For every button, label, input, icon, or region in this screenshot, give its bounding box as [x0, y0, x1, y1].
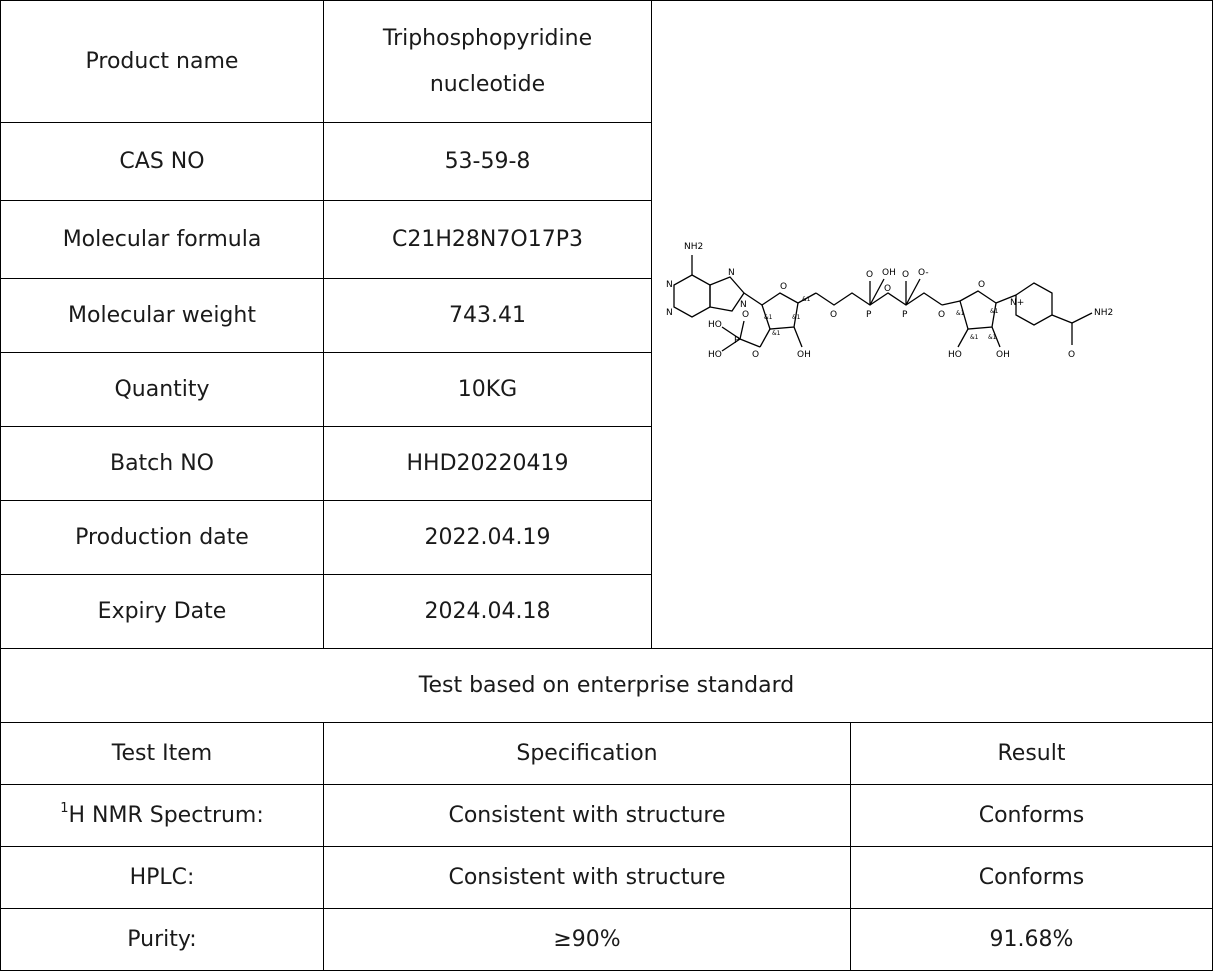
- label-o-dbl-2: O: [866, 270, 873, 280]
- label-p-3: P: [902, 310, 908, 320]
- label-nh2-right: NH2: [1094, 308, 1113, 318]
- chemical-structure-diagram: NH2 N N N N O OH O P HO O HO O P O OH O: [666, 242, 1113, 360]
- label-ho-1: HO: [708, 320, 722, 330]
- product-row-name: Product name Triphosphopyridine nucleoti…: [0, 0, 1213, 649]
- label-expiry-date: Expiry Date: [0, 574, 324, 649]
- test-item-nmr-text: H NMR Spectrum:: [68, 803, 264, 828]
- label-n-2: N: [666, 308, 673, 318]
- stereo-3: &1: [802, 296, 811, 303]
- nicotinamide-ring: [1015, 281, 1093, 345]
- test-result-hplc: Conforms: [850, 846, 1213, 909]
- label-product-name: Product name: [0, 0, 324, 123]
- value-batch: HHD20220419: [323, 426, 652, 501]
- label-oh-3: OH: [996, 350, 1010, 360]
- value-formula: C21H28N7O17P3: [323, 200, 652, 279]
- product-row-expiry-date: Expiry Date 2024.04.18: [0, 574, 1213, 649]
- label-o-dbl-3: O: [902, 270, 909, 280]
- label-p-2: P: [866, 310, 872, 320]
- label-o-link-2: O: [884, 284, 891, 294]
- product-row-cas: CAS NO 53-59-8: [0, 122, 1213, 201]
- label-o-minus: O-: [918, 268, 929, 278]
- test-spec-purity: ≥90%: [323, 908, 851, 971]
- diphosphate-chain: [815, 278, 943, 306]
- label-o-ring2: O: [978, 280, 985, 290]
- product-row-quantity: Quantity 10KG: [0, 352, 1213, 427]
- label-o-amide: O: [1068, 350, 1075, 360]
- label-n-4: N: [740, 300, 747, 310]
- stereo-7: &1: [970, 334, 979, 341]
- stereo-4: &1: [772, 330, 781, 337]
- label-o-link-3: O: [938, 310, 945, 320]
- standard-header-row: Test based on enterprise standard: [0, 648, 1213, 723]
- ribose-ring-2: [941, 289, 1017, 347]
- value-weight: 743.41: [323, 278, 652, 353]
- header-result: Result: [850, 722, 1213, 785]
- stereo-2: &1: [792, 314, 801, 321]
- superscript-one: 1: [60, 801, 69, 816]
- stereo-8: &1: [988, 334, 997, 341]
- label-o-phos: O: [752, 350, 759, 360]
- label-weight: Molecular weight: [0, 278, 324, 353]
- label-n-3: N: [728, 268, 735, 278]
- label-oh-2: OH: [882, 268, 896, 278]
- label-nh2-top: NH2: [684, 242, 703, 252]
- label-ho-2: HO: [708, 350, 722, 360]
- label-p-1: P: [734, 336, 740, 346]
- header-test-item: Test Item: [0, 722, 324, 785]
- test-item-hplc: HPLC:: [0, 846, 324, 909]
- product-row-formula: Molecular formula C21H28N7O17P3: [0, 200, 1213, 279]
- header-specification: Specification: [323, 722, 851, 785]
- stereo-6: &1: [990, 308, 999, 315]
- adenine-ring: [673, 254, 745, 318]
- test-row: 1H NMR Spectrum: Consistent with structu…: [0, 784, 1213, 847]
- test-spec-nmr: Consistent with structure: [323, 784, 851, 847]
- standard-header: Test based on enterprise standard: [0, 648, 1213, 723]
- value-expiry-date: 2024.04.18: [323, 574, 652, 649]
- test-item-purity: Purity:: [0, 908, 324, 971]
- test-spec-hplc: Consistent with structure: [323, 846, 851, 909]
- label-o-ring1: O: [780, 282, 787, 292]
- test-result-purity: 91.68%: [850, 908, 1213, 971]
- product-row-production-date: Production date 2022.04.19: [0, 500, 1213, 575]
- label-ho-3: HO: [948, 350, 962, 360]
- value-production-date: 2022.04.19: [323, 500, 652, 575]
- chemical-structure-cell: NH2 N N N N O OH O P HO O HO O P O OH O: [651, 0, 1213, 649]
- label-quantity: Quantity: [0, 352, 324, 427]
- stereo-5: &1: [956, 310, 965, 317]
- test-item-nmr: 1H NMR Spectrum:: [0, 784, 324, 847]
- label-o-link-1: O: [830, 310, 837, 320]
- test-row: Purity: ≥90% 91.68%: [0, 908, 1213, 971]
- ribose-ring-1: [721, 291, 817, 352]
- product-row-batch: Batch NO HHD20220419: [0, 426, 1213, 501]
- label-cas: CAS NO: [0, 122, 324, 201]
- test-row: HPLC: Consistent with structure Conforms: [0, 846, 1213, 909]
- value-product-name: Triphosphopyridine nucleotide: [323, 0, 652, 123]
- tests-header-row: Test Item Specification Result: [0, 722, 1213, 785]
- value-cas: 53-59-8: [323, 122, 652, 201]
- value-quantity: 10KG: [323, 352, 652, 427]
- label-n-1: N: [666, 280, 673, 290]
- label-formula: Molecular formula: [0, 200, 324, 279]
- label-batch: Batch NO: [0, 426, 324, 501]
- label-n-plus: N+: [1010, 298, 1024, 308]
- label-oh-1: OH: [797, 350, 811, 360]
- label-o-dbl-1: O: [742, 310, 749, 320]
- stereo-1: &1: [764, 314, 773, 321]
- test-result-nmr: Conforms: [850, 784, 1213, 847]
- product-row-weight: Molecular weight 743.41: [0, 278, 1213, 353]
- label-production-date: Production date: [0, 500, 324, 575]
